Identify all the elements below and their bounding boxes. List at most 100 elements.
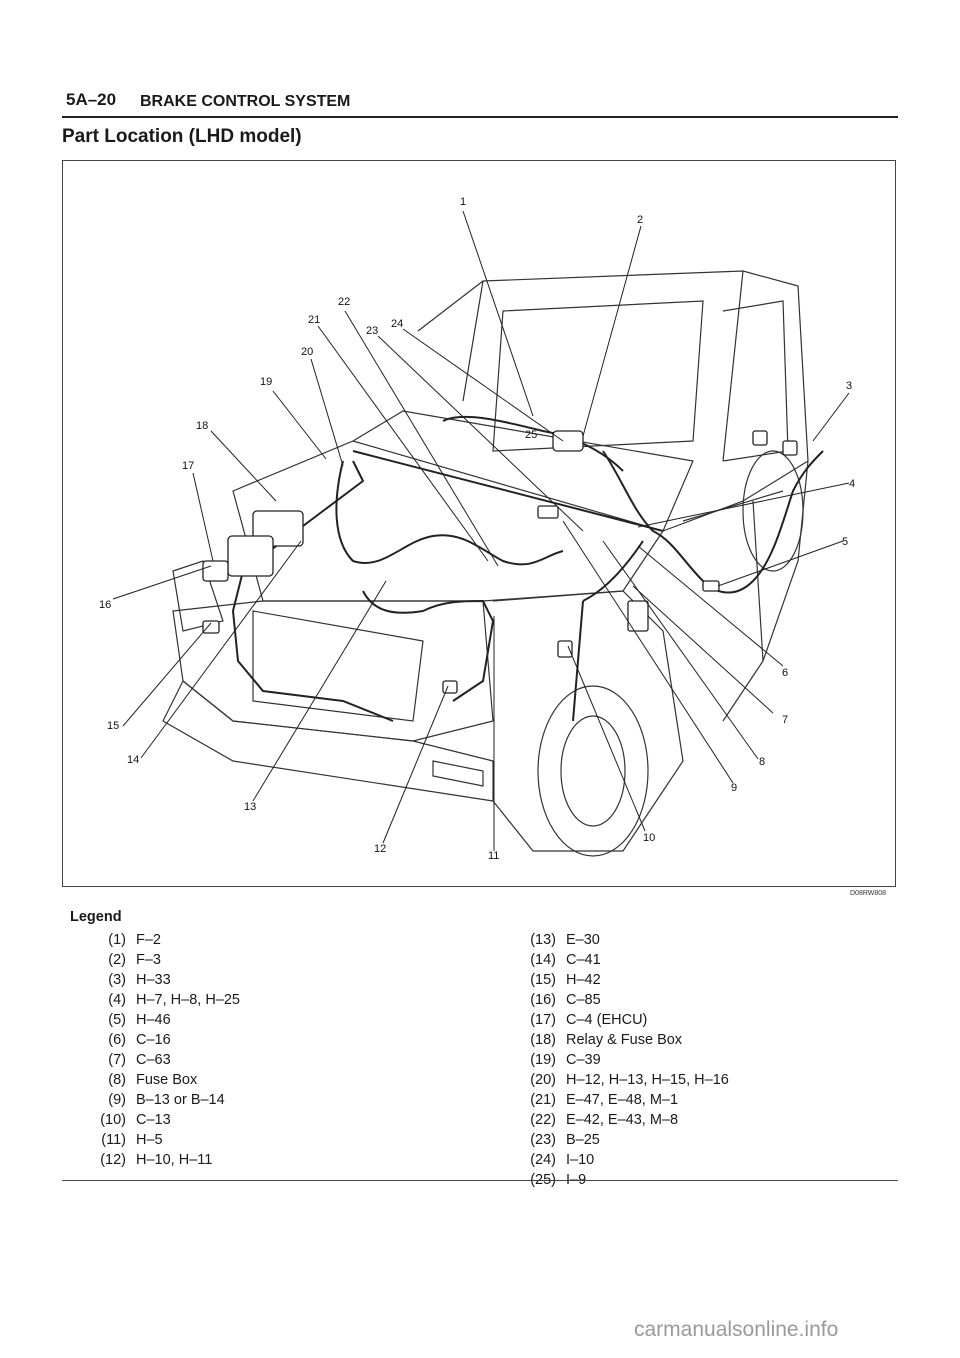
legend-item: (1)F–2 (70, 932, 240, 952)
legend-number: (5) (108, 1012, 126, 1028)
figure-code: D08RW808 (850, 890, 887, 897)
legend-value: C–13 (136, 1112, 171, 1128)
legend-item: (4) H–7, H–8, H–25 (70, 992, 240, 1012)
callout-1: 1 (460, 196, 466, 208)
legend-item: (14)C–41 (500, 952, 729, 972)
header-divider (62, 116, 898, 118)
legend-item: (7) C–63 (70, 1052, 240, 1072)
legend-item: (17)C–4 (EHCU) (500, 1012, 729, 1032)
legend-number: (14) (530, 952, 556, 968)
legend-item: (5) H–46 (70, 1012, 240, 1032)
legend-number: (19) (530, 1052, 556, 1068)
legend-value: H–12, H–13, H–15, H–16 (566, 1072, 729, 1088)
legend-left-column: (1)F–2 (2)F–3 (3)H–33 (4)H–7, H–8, H–25 … (70, 932, 240, 1172)
legend-number: (2) (108, 952, 126, 968)
callout-13: 13 (244, 801, 256, 813)
callout-16: 16 (99, 599, 111, 611)
legend-item: (6) C–16 (70, 1032, 240, 1052)
callout-2: 2 (637, 214, 643, 226)
legend-value: H–7, H–8, H–25 (136, 992, 240, 1008)
page-header-title: BRAKE CONTROL SYSTEM (140, 93, 351, 110)
legend-value: H–5 (136, 1132, 163, 1148)
legend-value: H–33 (136, 972, 171, 988)
vehicle-outline (162, 270, 809, 857)
callout-25: 25 (525, 429, 537, 441)
legend-item: (2) F–3 (70, 952, 240, 972)
callout-3: 3 (846, 380, 852, 392)
legend-number: (15) (530, 972, 556, 988)
legend-number: (10) (100, 1112, 126, 1128)
legend-number: (11) (101, 1132, 126, 1148)
legend-value: F–3 (136, 952, 161, 968)
watermark: carmanualsonline.info (634, 1318, 839, 1341)
footer-divider (62, 1180, 898, 1181)
callout-4: 4 (849, 478, 855, 490)
callout-12: 12 (374, 843, 386, 855)
legend-item: (19)C–39 (500, 1052, 729, 1072)
callout-10: 10 (643, 832, 655, 844)
legend-value: B–25 (566, 1132, 600, 1148)
legend-number: (20) (530, 1072, 556, 1088)
callout-6: 6 (782, 667, 788, 679)
legend-value: E–47, E–48, M–1 (566, 1092, 679, 1108)
legend-number: (18) (530, 1032, 556, 1048)
legend-item: (21) E–47, E–48, M–1 (500, 1092, 729, 1112)
legend-number: (17) (530, 1012, 556, 1028)
callout-9: 9 (731, 782, 737, 794)
callout-5: 5 (842, 536, 848, 548)
legend-item: (23) B–25 (500, 1132, 729, 1152)
components (202, 430, 798, 694)
callout-22: 22 (338, 296, 350, 308)
legend-value: E–42, E–43, M–8 (566, 1112, 679, 1128)
legend-item: (8)Fuse Box (70, 1072, 240, 1092)
callout-14: 14 (127, 754, 139, 766)
legend-number: (22) (530, 1112, 556, 1128)
wiring-harness (231, 415, 824, 722)
legend-value: H–46 (136, 1012, 171, 1028)
legend-value: C–63 (136, 1052, 171, 1068)
legend-number: (7) (108, 1052, 126, 1068)
legend-item: (20) H–12, H–13, H–15, H–16 (500, 1072, 729, 1092)
legend-number: (16) (530, 992, 556, 1008)
vehicle-wiring-illustration: 1 2 3 4 5 6 7 8 9 10 11 12 13 14 15 16 1… (99, 196, 855, 862)
legend-item: (11) H–5 (70, 1132, 240, 1152)
legend-number: (21) (530, 1092, 556, 1108)
callout-8: 8 (759, 756, 765, 768)
legend-item: (12) H–10, H–11 (70, 1152, 240, 1172)
legend-item: (25)I–9 (500, 1172, 729, 1192)
callout-21: 21 (308, 314, 320, 326)
callout-24: 24 (391, 318, 403, 330)
legend-item: (22) E–42, E–43, M–8 (500, 1112, 729, 1132)
legend-item: (13)E–30 (500, 932, 729, 952)
legend-number: (13) (530, 932, 556, 948)
legend-right-column: (13)E–30 (14)C–41 (15) H–42 (16) C–85 (17)… (500, 932, 729, 1192)
callout-labels: 1 2 3 4 5 6 7 8 9 10 11 12 13 14 15 16 1… (99, 196, 855, 862)
part-location-figure: 1 2 3 4 5 6 7 8 9 10 11 12 13 14 15 16 1… (62, 160, 896, 887)
legend-value: C–16 (136, 1032, 171, 1048)
leader-lines (112, 210, 850, 851)
legend-value: H–10, H–11 (136, 1152, 213, 1168)
legend-value: I–10 (566, 1152, 595, 1168)
legend-title: Legend (70, 909, 122, 925)
legend-item: (10) C–13 (70, 1112, 240, 1132)
legend-number: (4) (108, 992, 126, 1008)
legend-value: Relay & Fuse Box (566, 1032, 683, 1048)
legend-value: B–13 or B–14 (136, 1092, 225, 1108)
legend-number: (24) (530, 1152, 556, 1168)
legend-number: (3) (108, 972, 126, 988)
callout-19: 19 (260, 376, 272, 388)
legend-item: (3) H–33 (70, 972, 240, 992)
callout-15: 15 (107, 720, 119, 732)
legend-item: (18) Relay & Fuse Box (500, 1032, 729, 1052)
callout-17: 17 (182, 460, 194, 472)
legend-number: (9) (108, 1092, 126, 1108)
legend-value: C–85 (566, 992, 601, 1008)
section-title: Part Location (LHD model) (62, 126, 302, 147)
legend-item: (16) C–85 (500, 992, 729, 1012)
legend-number: (6) (108, 1032, 126, 1048)
legend-value: H–42 (566, 972, 601, 988)
legend-number: (12) (100, 1152, 126, 1168)
callout-20: 20 (301, 346, 313, 358)
callout-18: 18 (196, 420, 208, 432)
legend-number: (23) (530, 1132, 556, 1148)
